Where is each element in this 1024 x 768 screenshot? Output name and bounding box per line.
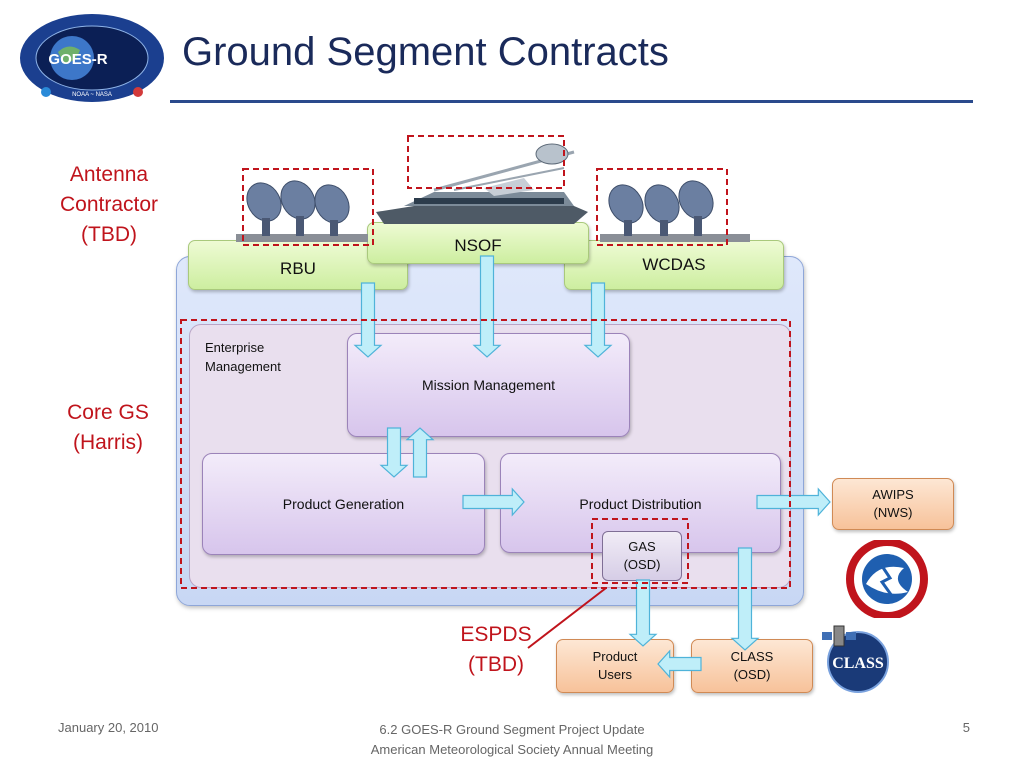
arrow-nsof-to-mission <box>472 255 502 358</box>
arrow-wcdas-to-mission <box>583 282 613 358</box>
arrow-generation-to-distribution <box>462 487 525 517</box>
page-title: Ground Segment Contracts <box>182 30 669 74</box>
rbu-label: RBU <box>280 259 316 278</box>
enterprise-line-1: Enterprise <box>205 340 265 355</box>
product-generation-box: Product Generation <box>202 453 485 555</box>
espds-label-line-2: (TBD) <box>468 653 524 676</box>
wcdas-antennas-image <box>600 172 750 244</box>
wcdas-box: WCDAS <box>564 240 784 290</box>
footer-center-line-2: American Meteorological Society Annual M… <box>370 742 654 757</box>
awips-line-2: (NWS) <box>873 505 913 520</box>
espds-label: ESPDS (TBD) <box>448 620 544 680</box>
antenna-label-line-1: Antenna <box>69 163 149 186</box>
class-logo: CLASS <box>820 620 892 694</box>
logo-bottom-text: NOAA ~ NASA <box>72 92 112 98</box>
arrow-gas-to-product-users <box>628 579 658 647</box>
arrow-generation-to-mission <box>405 427 435 478</box>
product-users-line-2: Users <box>598 667 632 682</box>
class-line-2: (OSD) <box>733 667 771 682</box>
antenna-label-line-2: Contractor <box>59 193 159 216</box>
product-users-line-1: Product <box>592 649 638 664</box>
espds-label-line-1: ESPDS <box>460 623 532 646</box>
gas-contract-outline <box>591 518 689 584</box>
gas-line-1: GAS <box>628 539 656 554</box>
rbu-contract-outline <box>242 168 374 246</box>
core-gs-contract-outline <box>180 319 791 589</box>
class-line-1: CLASS <box>730 649 774 664</box>
arrow-distribution-to-class <box>730 547 760 651</box>
awips-line-1: AWIPS <box>872 487 914 502</box>
espds-connector-line <box>527 587 607 649</box>
nsof-contract-outline <box>407 135 565 189</box>
core-label-line-2: (Harris) <box>73 431 143 454</box>
product-generation-label: Product Generation <box>282 496 405 512</box>
awips-box: AWIPS (NWS) <box>832 478 954 530</box>
core-label-line-1: Core GS <box>67 401 149 424</box>
nws-logo <box>846 538 928 620</box>
footer-date: January 20, 2010 <box>58 720 159 735</box>
footer-center: 6.2 GOES-R Ground Segment Project Update… <box>312 720 712 760</box>
arrow-rbu-to-mission <box>353 282 383 358</box>
arrow-mission-to-generation <box>379 427 409 478</box>
footer-center-line-1: 6.2 GOES-R Ground Segment Project Update <box>379 722 645 737</box>
title-divider <box>170 100 973 103</box>
mission-management-label: Mission Management <box>421 377 556 393</box>
antenna-label-line-3: (TBD) <box>81 223 137 246</box>
gas-box: GAS (OSD) <box>602 531 682 581</box>
antenna-contractor-label: Antenna Contractor (TBD) <box>48 160 170 250</box>
flow-arrows <box>353 255 831 679</box>
nsof-box: NSOF <box>367 222 589 264</box>
rbu-antennas-image <box>236 172 368 244</box>
arrow-distribution-to-awips <box>756 487 831 517</box>
logo-text: GOES-R <box>48 51 107 68</box>
enterprise-line-2: Management <box>205 359 281 374</box>
footer-page-number: 5 <box>962 720 970 735</box>
wcdas-contract-outline <box>596 168 728 246</box>
gas-line-2: (OSD) <box>623 557 661 572</box>
nsof-label: NSOF <box>454 236 502 255</box>
wcdas-label: WCDAS <box>642 255 706 274</box>
core-gs-label: Core GS (Harris) <box>52 398 164 458</box>
class-logo-text: CLASS <box>832 655 884 672</box>
product-distribution-label: Product Distribution <box>579 496 702 512</box>
goes-r-logo: GOES-R NOAA ~ NASA <box>18 12 166 104</box>
arrow-class-to-product-users <box>657 649 702 679</box>
product-users-box: Product Users <box>556 639 674 693</box>
enterprise-management-label: Enterprise Management <box>205 338 281 376</box>
